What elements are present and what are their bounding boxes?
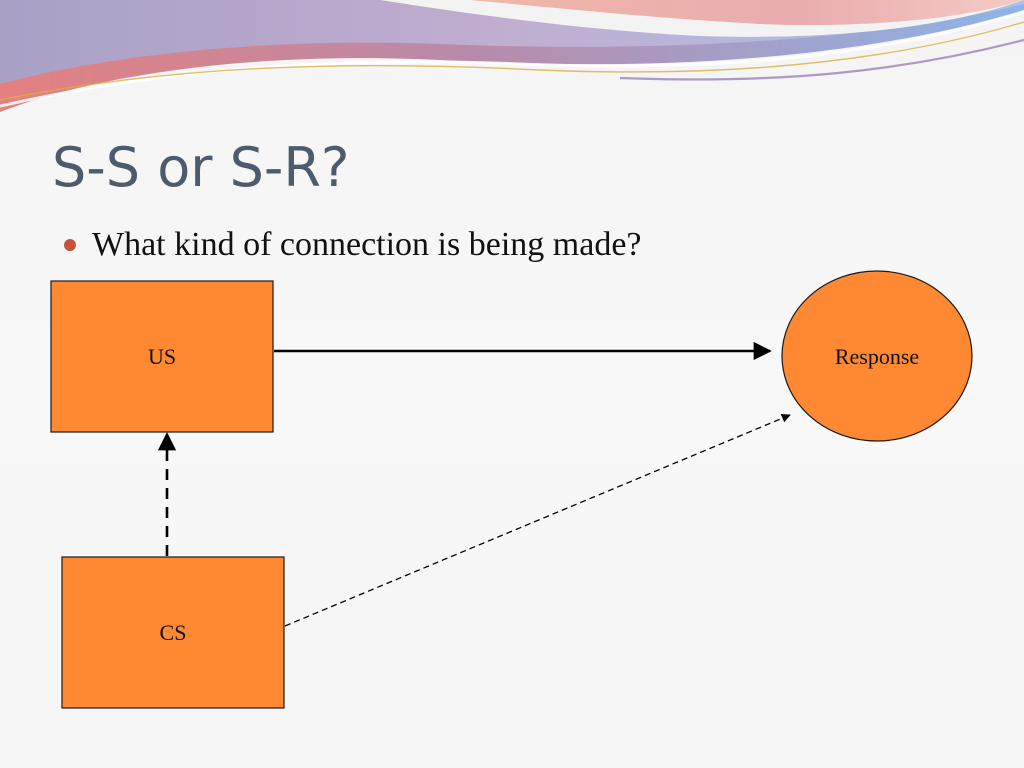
node-us-box	[50, 280, 274, 433]
node-cs-box	[61, 556, 285, 709]
bullet-text: What kind of connection is being made?	[92, 226, 642, 263]
node-response: Response	[781, 270, 973, 442]
node-response-label: Response	[835, 344, 919, 369]
bullet-item: What kind of connection is being made?	[64, 222, 642, 268]
header-swoosh-decoration	[0, 0, 1024, 112]
edge-cs-to-response	[284, 413, 791, 627]
node-cs: CS	[61, 556, 285, 709]
bullet-dot-icon	[64, 239, 76, 251]
slide-title: S-S or S-R?	[52, 136, 350, 199]
node-us: US	[50, 280, 274, 433]
node-us-label: US	[148, 344, 176, 369]
node-cs-label: CS	[160, 620, 187, 645]
node-response-ellipse	[781, 270, 973, 442]
